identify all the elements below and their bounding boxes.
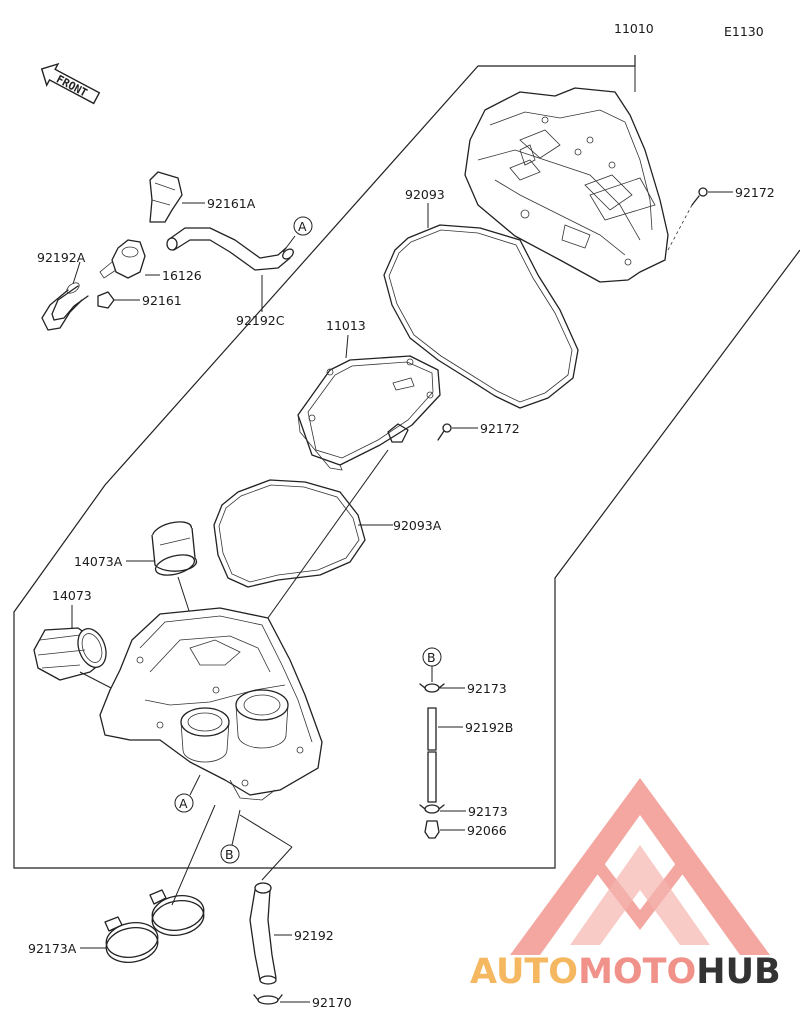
label-92093A: 92093A [393, 518, 442, 533]
label-92161A: 92161A [207, 196, 256, 211]
label-11010: 11010 [614, 21, 654, 36]
label-92192A: 92192A [37, 250, 86, 265]
air-filter-element-11013 [297, 334, 441, 471]
hose-92192C [166, 227, 294, 312]
watermark-logo-icon [510, 778, 770, 955]
clamps-92173A [80, 804, 216, 963]
cap-92161 [97, 291, 140, 309]
front-label: FRONT [54, 73, 90, 100]
label-92192B: 92192B [465, 720, 513, 735]
label-92192: 92192 [294, 928, 334, 943]
label-92172-mid: 92172 [480, 421, 520, 436]
air-cleaner-lower-case [99, 607, 323, 801]
label-11013: 11013 [326, 318, 366, 333]
bolt-92172-mid [437, 423, 478, 441]
watermark-text: AUTOMOTOHUB [470, 952, 781, 992]
callout-b-bottom: B [220, 809, 241, 864]
label-92173A: 92173A [28, 941, 77, 956]
label-14073A: 14073A [74, 554, 123, 569]
tube-92192B [427, 707, 463, 803]
label-14073: 14073 [52, 588, 92, 603]
label-92192C: 92192C [236, 313, 285, 328]
label-92066: 92066 [467, 823, 507, 838]
funnel-14073 [33, 605, 116, 691]
label-92093: 92093 [405, 187, 445, 202]
callout-a-bottom: A [174, 774, 201, 813]
callout-a-top: A [282, 216, 313, 253]
gasket-92093A [213, 479, 393, 588]
label-92173-top: 92173 [467, 681, 507, 696]
clamp-92173-bottom [419, 804, 466, 814]
clamp-92173-top [419, 683, 465, 693]
front-arrow-icon: FRONT [40, 62, 101, 105]
diagram-code: E1130 [724, 24, 764, 39]
plug-92066 [424, 820, 465, 839]
valve-16126 [99, 239, 160, 279]
hose-92192A [41, 261, 89, 331]
callout-b-top: B [422, 647, 442, 682]
svg-text:B: B [427, 650, 436, 665]
label-92161: 92161 [142, 293, 182, 308]
air-cleaner-upper-housing [464, 87, 669, 283]
funnel-14073A [126, 521, 198, 621]
hose-92192 [239, 814, 293, 985]
label-92172-top: 92172 [735, 185, 775, 200]
label-92173-bot: 92173 [468, 804, 508, 819]
cap-92161A [149, 171, 205, 223]
assembly-frame [13, 55, 800, 869]
bolt-92172-top [667, 187, 733, 251]
label-92170: 92170 [312, 995, 352, 1010]
svg-text:A: A [179, 796, 188, 811]
clip-92170 [253, 994, 310, 1005]
gasket-92093 [383, 203, 579, 409]
label-16126: 16126 [162, 268, 202, 283]
svg-text:B: B [225, 847, 234, 862]
svg-text:A: A [298, 219, 307, 234]
